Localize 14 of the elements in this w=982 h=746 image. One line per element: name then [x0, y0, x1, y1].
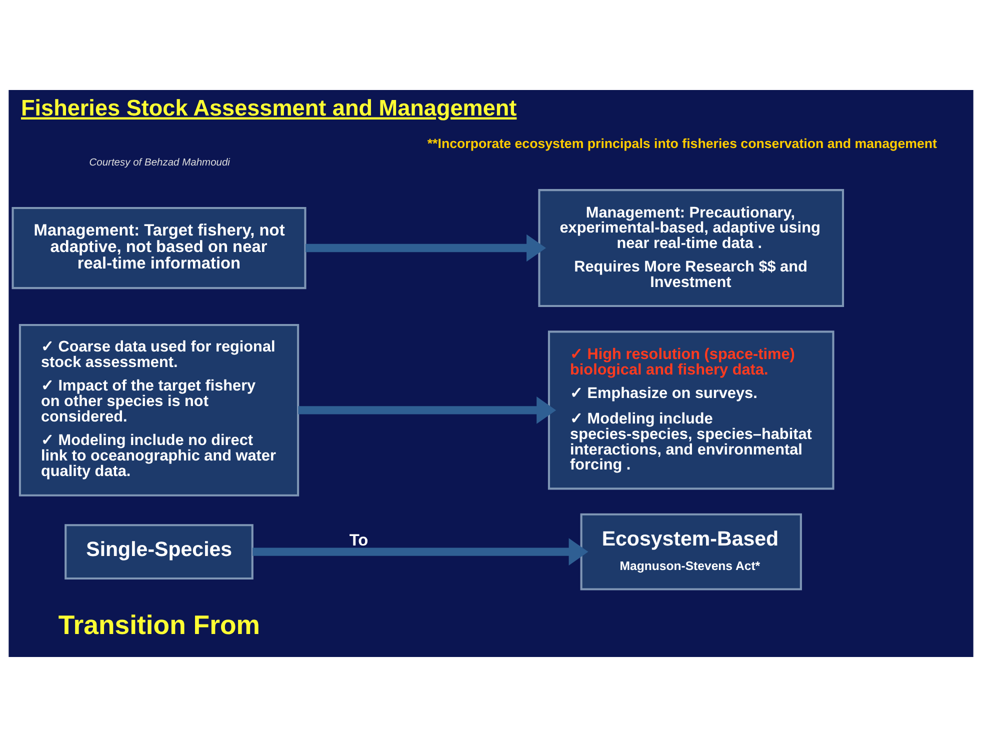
node-box: ✓ High resolution (space-time) biological and fishery data. ✓ Emphasize on surveys. ✓ Modeling include species-species, species–habitat interactions, and environmental forcing .: [548, 330, 834, 490]
node-box: Single-Species: [64, 524, 254, 580]
label: **Incorporate ecosystem principals into fisheries conservation and management: [427, 135, 937, 150]
arrow: [298, 396, 556, 424]
label: Transition From: [58, 610, 260, 640]
node-box: Management: Target fishery, not adaptive, not based on near real-time information: [12, 206, 306, 289]
arrow: [306, 234, 546, 262]
node-box: Management: Precautionary, experimental-based, adaptive using near real-time data . Requires More Research $$ and Investment: [538, 188, 844, 307]
node-box: Ecosystem-Based Magnuson-Stevens Act*: [580, 512, 802, 590]
label: Courtesy of Behzad Mahmoudi: [89, 156, 230, 168]
node-box: ✓ Coarse data used for regional stock assessment. ✓ Impact of the target fishery on other species is not considered. ✓ Modeling include no direct link to oceanographic and water quality data.: [18, 323, 300, 496]
diagram-title: Fisheries Stock Assessment and Management: [20, 94, 517, 120]
edge-label: To: [349, 530, 368, 549]
arrow: [252, 538, 588, 565]
